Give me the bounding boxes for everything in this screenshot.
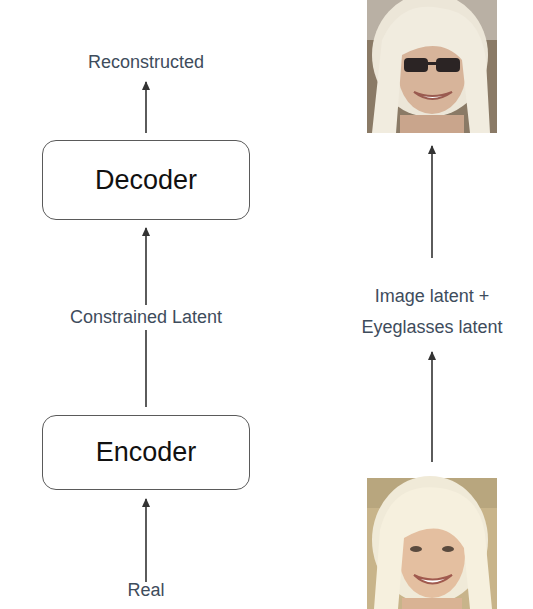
latent-label: Constrained Latent [66,305,226,330]
process-box: Decoder [42,140,250,220]
box-label: Encoder [96,437,197,468]
process-box: Encoder [42,415,250,490]
input-arrow [145,499,147,582]
caption-label: Real [127,575,164,606]
output-arrow [145,82,147,133]
real-face [367,476,497,609]
encode-arrow [431,352,433,462]
generated-face [367,0,497,133]
generate-arrow [431,146,433,258]
box-label: Decoder [95,165,197,196]
caption-label: Image latent + Eyeglasses latent [342,281,522,343]
caption-label: Reconstructed [88,47,204,78]
